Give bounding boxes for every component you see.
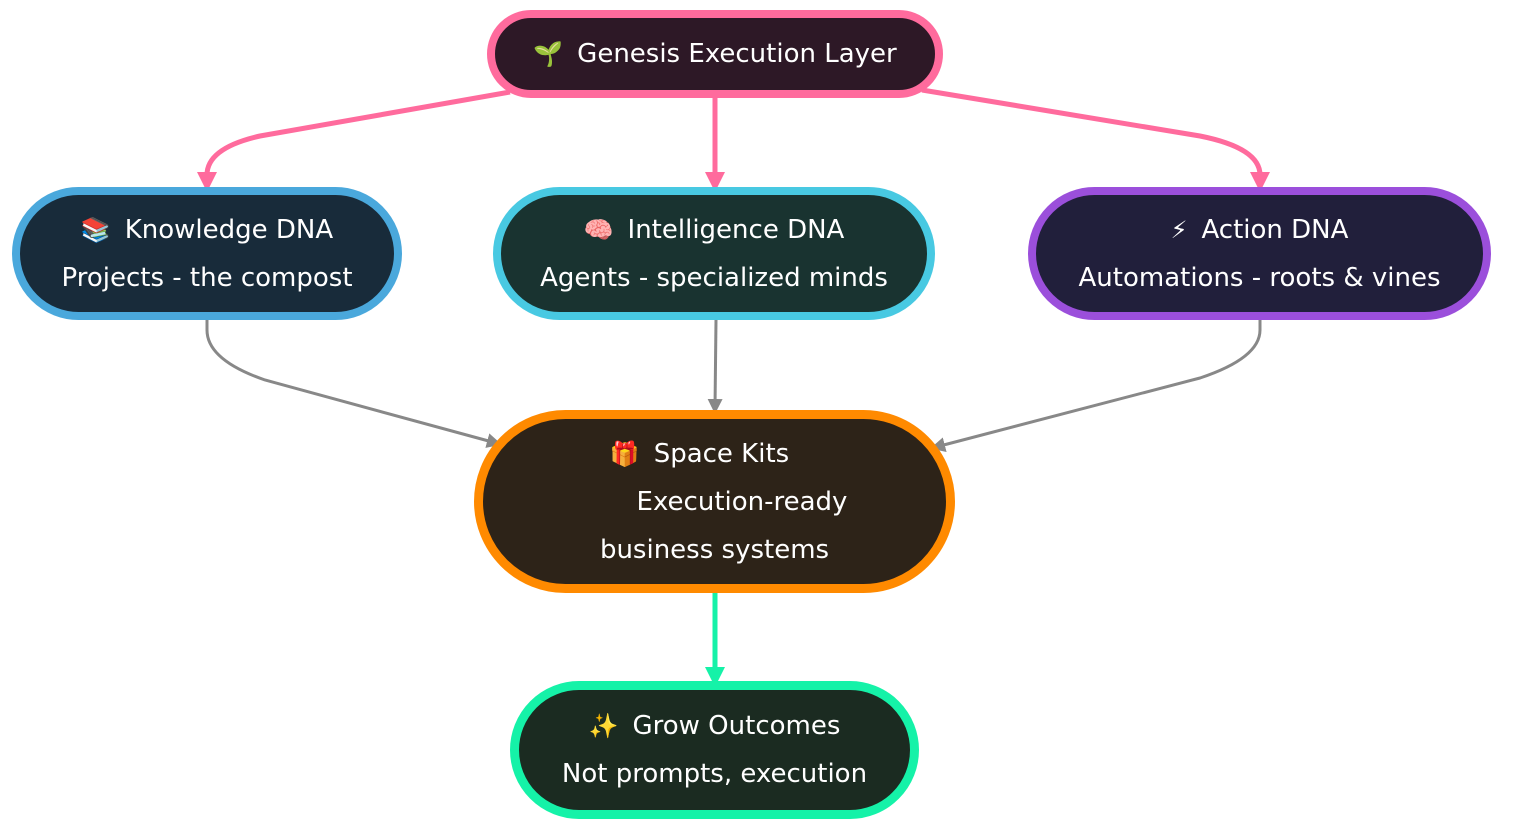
node-subtitle: business systems <box>599 534 830 565</box>
node-subtitle: Projects - the compost <box>61 262 353 293</box>
brain-icon: 🧠 <box>583 215 614 244</box>
edge-knowledge-to-kits <box>205 320 502 448</box>
node-subtitle: Execution-ready <box>636 486 848 517</box>
node-title: Intelligence DNA <box>627 214 845 245</box>
node-action-dna[interactable]: ⚡ Action DNA Automations - roots & vines <box>1028 187 1491 320</box>
node-subtitle: Agents - specialized minds <box>540 262 888 293</box>
node-intelligence-dna[interactable]: 🧠 Intelligence DNA Agents - specialized m… <box>493 187 935 320</box>
node-knowledge-dna[interactable]: 📚 Knowledge DNA Projects - the compost <box>12 187 402 320</box>
seedling-icon: 🌱 <box>533 40 564 68</box>
node-title: Space Kits <box>653 438 790 469</box>
node-subtitle: Not prompts, execution <box>561 759 868 789</box>
node-title: Grow Outcomes <box>632 711 841 741</box>
edge-genesis-to-action <box>921 87 1270 192</box>
node-title: Genesis Execution Layer <box>577 39 897 69</box>
node-subtitle: Automations - roots & vines <box>1078 262 1441 293</box>
node-space-kits[interactable]: 🎁 Space Kits Execution-ready business sys… <box>474 410 955 593</box>
books-icon: 📚 <box>80 215 111 244</box>
node-genesis-execution-layer[interactable]: 🌱 Genesis Execution Layer <box>487 10 943 98</box>
edge-intel-to-kits <box>707 319 723 414</box>
node-title: Action DNA <box>1201 214 1349 245</box>
node-grow-outcomes[interactable]: ✨ Grow Outcomes Not prompts, execution <box>510 681 919 819</box>
sparkles-icon: ✨ <box>588 712 619 740</box>
lightning-icon: ⚡ <box>1170 215 1188 244</box>
node-title: Knowledge DNA <box>124 214 334 245</box>
edge-action-to-kits <box>930 320 1262 452</box>
edge-genesis-to-knowledge <box>197 89 511 192</box>
gift-icon: 🎁 <box>609 439 640 468</box>
